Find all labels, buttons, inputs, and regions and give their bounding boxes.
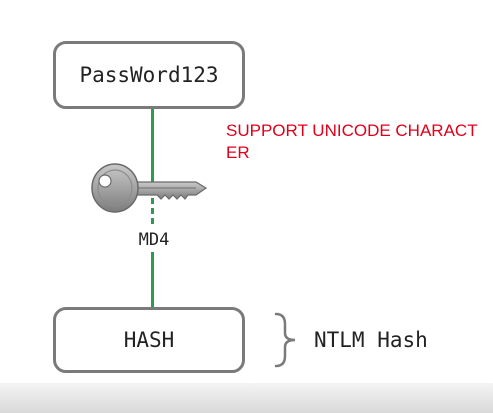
connector-line-middle xyxy=(151,198,154,226)
key-icon xyxy=(91,163,208,213)
password-box: PassWord123 xyxy=(53,41,245,109)
right-brace-icon xyxy=(274,312,296,368)
bottom-bar xyxy=(0,383,493,413)
connector-line-bottom xyxy=(151,252,154,307)
hash-text: HASH xyxy=(123,328,175,352)
ntlm-hash-label: NTLM Hash xyxy=(314,328,428,352)
connector-line-top xyxy=(151,109,154,185)
hash-box: HASH xyxy=(53,307,245,373)
password-text: PassWord123 xyxy=(79,63,219,87)
unicode-note: SUPPORT UNICODE CHARACTER xyxy=(226,121,478,162)
md4-label: MD4 xyxy=(124,230,184,250)
